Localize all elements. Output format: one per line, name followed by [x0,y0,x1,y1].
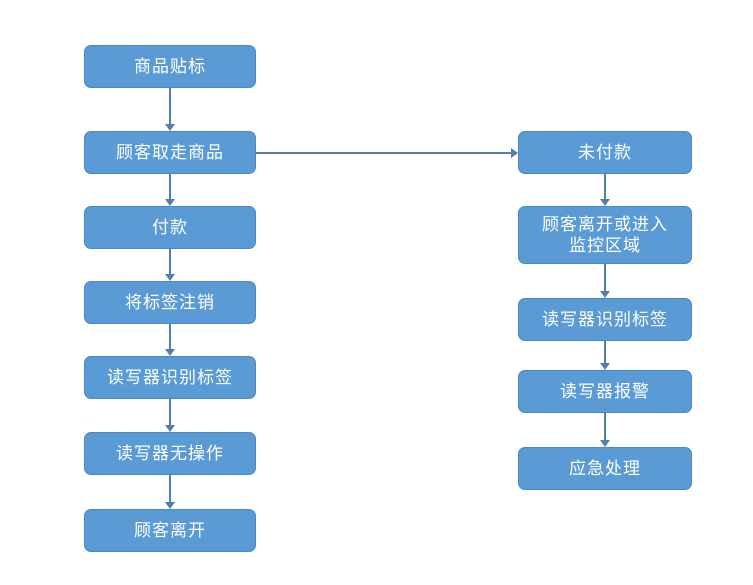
flow-node-label: 顾客离开 [134,520,206,540]
connector-arrowhead-down-icon [600,199,610,206]
connector-arrowhead-down-icon [600,440,610,447]
connector-arrowhead-down-icon [600,363,610,370]
connector-arrow-line-n2-n3 [169,174,171,199]
flow-node-deactivate-tag[interactable]: 将标签注销 [84,281,256,324]
flow-node-label: 读写器识别标签 [542,309,668,329]
flow-node-payment[interactable]: 付款 [84,206,256,249]
connector-arrow-line-r3-r4 [604,341,606,363]
connector-arrowhead-down-icon [165,502,175,509]
connector-arrowhead-right-icon [511,148,518,158]
connector-arrow-line-n3-n4 [169,249,171,274]
flow-node-reader-identifies-tag-right[interactable]: 读写器识别标签 [518,298,692,341]
flow-node-customer-leaves-or-enters-monitored-area[interactable]: 顾客离开或进入 监控区域 [518,206,692,264]
flow-node-label: 应急处理 [569,458,641,478]
connector-arrowhead-down-icon [165,349,175,356]
flow-node-emergency-handling[interactable]: 应急处理 [518,447,692,490]
connector-arrow-line-n4-n5 [169,324,171,349]
connector-arrow-line-r2-r3 [604,264,606,291]
flow-node-label: 未付款 [578,142,632,162]
connector-arrowhead-down-icon [165,274,175,281]
flow-node-label: 将标签注销 [125,292,215,312]
connector-arrow-line-n1-n2 [169,88,171,124]
connector-arrow-line-n6-n7 [169,475,171,502]
flow-node-customer-takes-item[interactable]: 顾客取走商品 [84,131,256,174]
connector-arrow-line-n2-r1 [256,152,511,154]
connector-arrowhead-down-icon [165,425,175,432]
flow-node-label: 顾客取走商品 [116,142,224,162]
flow-node-reader-identifies-tag-left[interactable]: 读写器识别标签 [84,356,256,399]
flow-node-commodity-tagging[interactable]: 商品贴标 [84,45,256,88]
connector-arrow-line-n5-n6 [169,399,171,425]
flow-node-unpaid[interactable]: 未付款 [518,131,692,174]
flow-node-label: 顾客离开或进入 监控区域 [542,214,668,255]
connector-arrowhead-down-icon [600,291,610,298]
connector-arrowhead-down-icon [165,199,175,206]
connector-arrow-line-r1-r2 [604,174,606,199]
connector-arrow-line-r4-r5 [604,413,606,440]
flow-node-label: 读写器无操作 [116,443,224,463]
flow-node-label: 读写器报警 [560,381,650,401]
flow-node-label: 商品贴标 [134,56,206,76]
flow-node-customer-leaves[interactable]: 顾客离开 [84,509,256,552]
flow-node-label: 读写器识别标签 [107,367,233,387]
flow-node-reader-no-action[interactable]: 读写器无操作 [84,432,256,475]
flow-node-label: 付款 [152,217,188,237]
flow-node-reader-alarm[interactable]: 读写器报警 [518,370,692,413]
connector-arrowhead-down-icon [165,124,175,131]
